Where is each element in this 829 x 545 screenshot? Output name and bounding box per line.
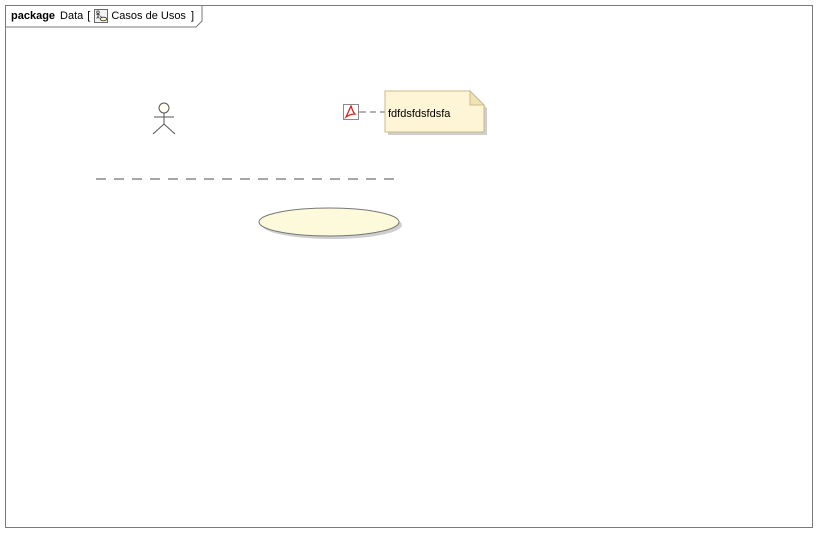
frame-tab-border (6, 6, 203, 28)
frame-header[interactable]: package Data [ Casos de Usos ] (6, 6, 202, 26)
note-text: fdfdsfdsfdsfa (388, 108, 451, 120)
use-case-diagram-icon (94, 9, 109, 23)
open-bracket: [ (87, 10, 91, 22)
pdf-document-icon[interactable] (342, 103, 360, 121)
dashed-separator (96, 178, 398, 180)
package-frame: package Data [ Casos de Usos ] (5, 5, 813, 528)
use-case-ellipse[interactable] (256, 207, 404, 243)
note-anchor-line (360, 111, 386, 113)
diagram-name: Casos de Usos (111, 10, 186, 22)
close-bracket: ] (190, 10, 194, 22)
stick-figure-actor-icon[interactable] (148, 102, 180, 136)
comment-note[interactable] (384, 90, 488, 136)
package-name: Data (60, 10, 84, 22)
frame-keyword: package (11, 10, 56, 22)
